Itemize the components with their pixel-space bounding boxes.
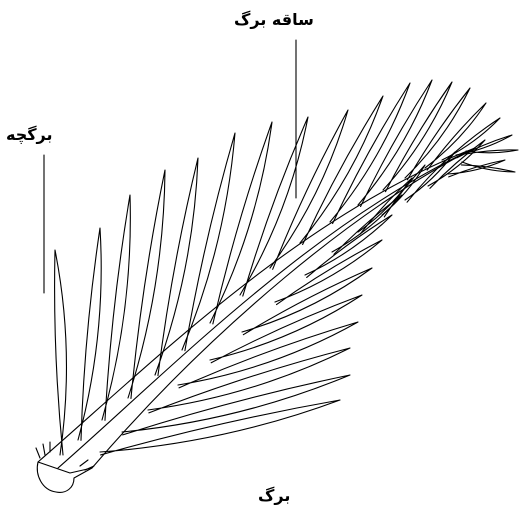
- leaflet-lower-9: [331, 194, 403, 255]
- leaflet-lower-15: [460, 161, 516, 173]
- leaflet-lower-10: [357, 177, 413, 235]
- leaflet-upper-5: [154, 157, 199, 377]
- leaflet-upper-13: [382, 81, 453, 193]
- leaflet-upper-3: [101, 194, 131, 421]
- stalk-base: [36, 461, 93, 493]
- leaflet-upper-10: [299, 95, 384, 246]
- leaflet-upper-16: [441, 117, 501, 163]
- leaflet-lower-4: [177, 321, 359, 389]
- leaflet-upper-8: [239, 116, 309, 297]
- stalk-base-hairs: [35, 441, 95, 471]
- leaflet-upper-18: [465, 149, 519, 155]
- leaflet-upper-11: [329, 82, 411, 225]
- leaflet-lower-11: [381, 164, 426, 218]
- leaflet-lower-14: [447, 159, 506, 178]
- leaflets: [54, 79, 519, 456]
- rachis-label: ساقه برگ: [234, 10, 314, 29]
- leaflet-lower-8: [304, 214, 393, 279]
- leaflet-label: برگچه: [6, 125, 53, 144]
- leaflet-upper-12: [357, 79, 433, 208]
- leaflet-lower-6: [241, 267, 373, 336]
- rachis-center-line: [57, 147, 476, 469]
- leaflet-lower-1: [99, 399, 341, 456]
- leaflet-lower-7: [274, 239, 383, 306]
- leaflet-upper-7: [209, 121, 273, 325]
- leaflet-lower-12: [404, 151, 456, 203]
- leaf-label: برگ: [258, 486, 291, 505]
- leaflet-upper-15: [424, 102, 487, 171]
- leaflet-upper-14: [404, 87, 471, 181]
- leaflet-upper-17: [455, 134, 513, 159]
- leaflet-lower-13: [427, 139, 486, 189]
- leaflet-lower-3: [147, 347, 351, 414]
- leaflet-upper-9: [269, 109, 349, 270]
- leaflet-upper-1: [54, 249, 67, 456]
- leaflet-lower-2: [121, 374, 351, 436]
- leaflet-upper-4: [127, 169, 166, 400]
- leaflet-upper-6: [181, 132, 236, 352]
- leaflet-lower-5: [209, 294, 363, 364]
- leaflet-upper-2: [77, 227, 102, 441]
